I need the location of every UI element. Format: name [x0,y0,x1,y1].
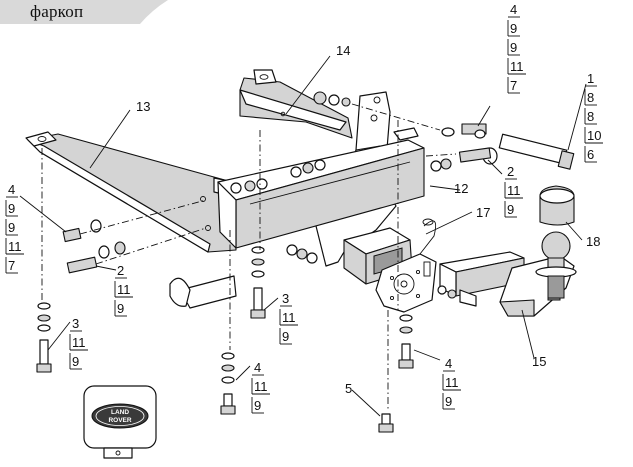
callout-stack-top-1: 1 8 8 10 6 [584,71,603,163]
callout-number: 9 [510,40,517,55]
callout-number: 11 [445,375,459,390]
callout-label: 13 [136,99,150,114]
callout-number: 9 [282,329,289,344]
callout-number: 11 [507,183,521,198]
leader-lines [19,55,587,417]
land-rover-badge: LAND ROVER [83,385,157,459]
callout-c18: 18 [586,234,600,249]
svg-text:LAND: LAND [111,409,129,416]
callout-label: 5 [345,381,352,396]
callout-number: 7 [8,258,15,273]
callout-label: 12 [454,181,468,196]
header-tab: фаркоп [0,0,165,26]
callout-stack-right-2: 2 11 9 [504,164,523,218]
callout-c15: 15 [532,354,546,369]
callout-number: 10 [587,128,601,143]
callout-c13: 13 [136,99,150,114]
callout-c5: 5 [345,381,352,396]
callout-number: 8 [587,109,594,124]
fasteners-vertical [36,246,414,433]
svg-text:ROVER: ROVER [108,417,131,424]
callout-number: 3 [72,316,79,331]
callout-number: 11 [254,379,268,394]
hitch-pin [169,275,237,309]
callout-number: 9 [8,201,15,216]
callout-number: 11 [117,282,131,297]
page-title: фаркоп [30,2,84,21]
callout-stack-left-4: 4 9 9 11 7 [5,182,24,274]
callout-number: 2 [117,263,124,278]
callout-number: 9 [445,394,452,409]
callout-number: 11 [8,239,22,254]
callout-stack-top-4: 4 9 9 11 7 [507,2,526,94]
callout-number: 9 [117,301,124,316]
callout-number: 3 [282,291,289,306]
callout-label: 15 [532,354,546,369]
callout-c14: 14 [336,43,350,58]
callout-stack-mid-3: 3 11 9 [279,291,298,345]
callout-number: 9 [507,202,514,217]
callout-number: 9 [510,21,517,36]
callout-number: 11 [72,335,86,350]
callout-number: 9 [72,354,79,369]
callout-c17: 17 [476,205,490,220]
callout-number: 11 [510,59,524,74]
callout-stack-left-3: 3 11 9 [69,316,88,370]
callout-number: 8 [587,90,594,105]
header-tab-shape [0,0,168,24]
callout-number: 4 [8,182,15,197]
callout-number: 6 [587,147,594,162]
callout-number: 1 [587,71,594,86]
callout-number: 9 [8,220,15,235]
callout-label: 18 [586,234,600,249]
callout-label: 17 [476,205,490,220]
assembly-centerlines [41,103,457,410]
callout-stack-right-4: 4 11 9 [442,356,461,410]
fasteners-left [62,219,126,274]
fasteners-upper [230,91,575,307]
callout-number: 9 [254,398,261,413]
part-17-socket-plate [343,218,437,313]
callout-c12: 12 [454,181,468,196]
callout-number: 2 [507,164,514,179]
callout-label: 14 [336,43,350,58]
callout-number: 7 [510,78,517,93]
callout-number: 4 [510,2,517,17]
part-18-tow-ball [535,185,577,299]
callout-stack-mid-4: 4 11 9 [251,360,270,414]
callout-number: 4 [254,360,261,375]
callout-number: 11 [282,310,296,325]
callout-number: 4 [445,356,452,371]
callout-stack-left-2: 2 11 9 [114,263,133,317]
